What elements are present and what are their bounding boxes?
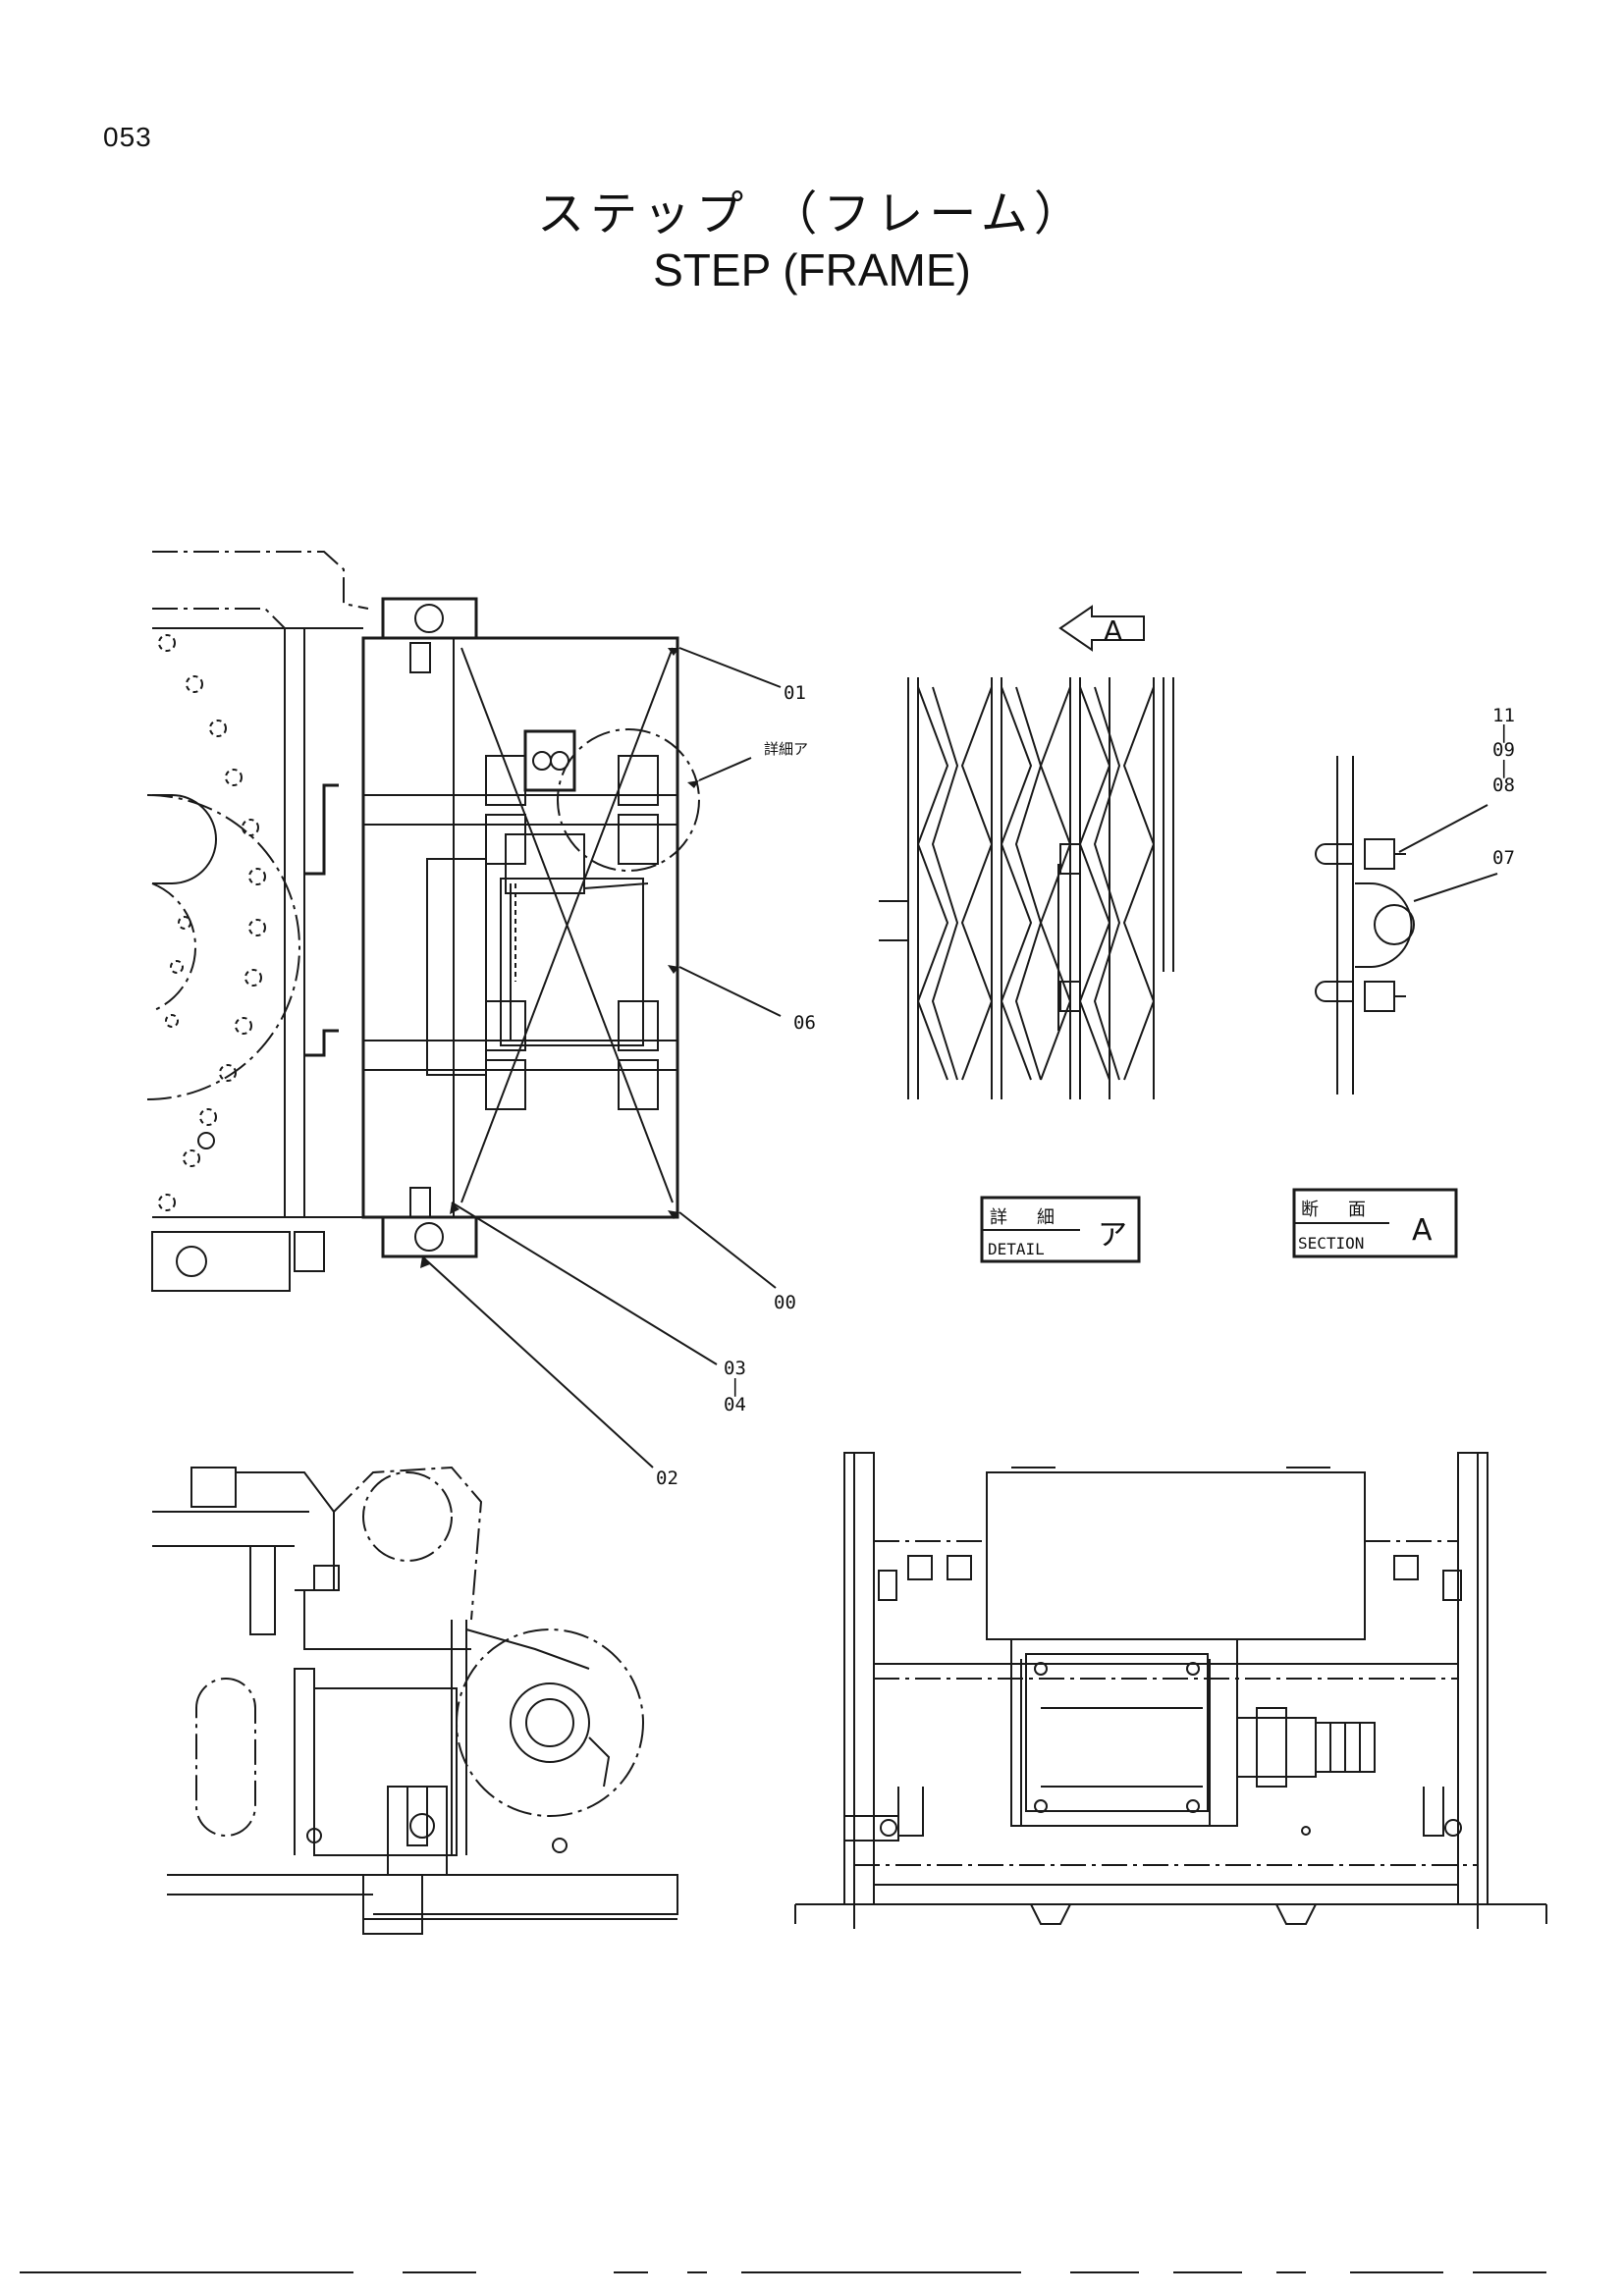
svg-text:断 面: 断 面	[1301, 1200, 1372, 1220]
front-view	[794, 1452, 1547, 1929]
callout-09-08-separator: |	[1498, 757, 1509, 778]
callout-03: 03	[724, 1358, 746, 1379]
callout-07: 07	[1492, 847, 1515, 869]
svg-text:DETAIL: DETAIL	[988, 1240, 1045, 1258]
callout-02: 02	[656, 1468, 678, 1489]
page-title-english: STEP (FRAME)	[653, 244, 971, 295]
callout-00: 00	[774, 1292, 796, 1313]
detail-label-box: 詳 細 DETAIL ア	[980, 1196, 1141, 1263]
callout-11-09-separator: |	[1498, 721, 1509, 743]
callout-03-04-separator: |	[730, 1375, 740, 1397]
callout-09: 09	[1492, 739, 1515, 761]
detail-reference-label: 詳細ア	[764, 740, 808, 758]
callout-11: 11	[1492, 705, 1515, 726]
view-arrow-letter: A	[1104, 614, 1122, 647]
callout-01: 01	[784, 682, 806, 704]
svg-text:詳 細: 詳 細	[990, 1207, 1060, 1228]
svg-text:A: A	[1412, 1213, 1433, 1248]
section-view	[1315, 756, 1498, 1095]
callout-06: 06	[793, 1012, 816, 1034]
detail-view	[879, 605, 1174, 1099]
section-label-box: 断 面 SECTION A	[1292, 1188, 1458, 1258]
page-number: 053	[103, 122, 152, 152]
side-view	[152, 1466, 678, 1935]
svg-text:ア: ア	[1098, 1218, 1127, 1253]
bolt-hole-pattern	[158, 634, 266, 1211]
view-arrow-a	[1058, 605, 1145, 652]
svg-text:SECTION: SECTION	[1298, 1234, 1364, 1253]
plan-view-leaders	[420, 647, 782, 1468]
page-title-japanese: ステップ （フレーム）	[537, 187, 1087, 241]
plan-view	[146, 551, 700, 1292]
callout-08: 08	[1492, 774, 1515, 796]
callout-04: 04	[724, 1394, 746, 1415]
